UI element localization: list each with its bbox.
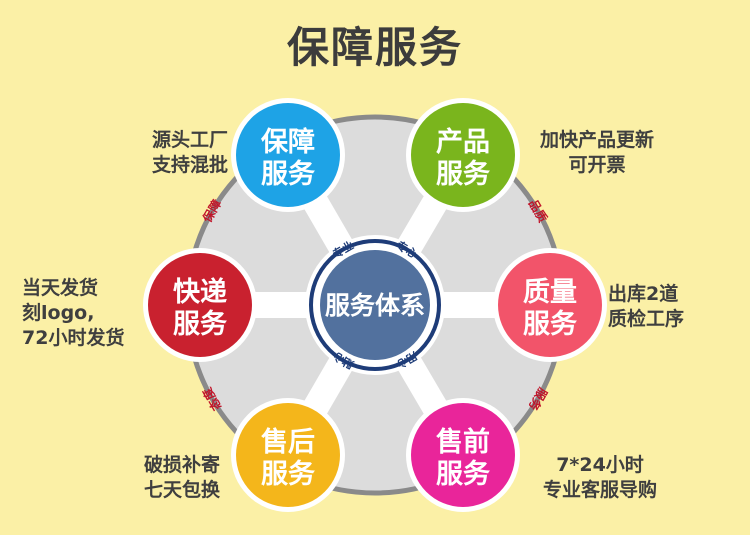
desc-line: 破损补寄 [143,454,220,476]
desc-line: 加快产品更新 [539,129,654,151]
node-label: 服务 [436,459,490,490]
node-label: 产品 [436,127,490,158]
desc-line: 七天包换 [143,479,220,501]
desc-zhiliang: 出库2道 质检工序 [608,282,728,332]
desc-kuaidi: 当天发货 刻logo, 72小时发货 [22,276,147,351]
desc-line: 专业客服导购 [542,479,657,501]
node-label: 质量 [523,277,577,308]
center-hub [320,250,430,360]
node-label: 服务 [436,159,490,190]
node-label: 服务 [523,309,577,340]
node-label: 服务 [261,159,315,190]
desc-shouqian: 7*24小时 专业客服导购 [520,453,680,503]
desc-line: 当天发货 [22,277,99,299]
node-baozhang: 保障服务 [231,98,345,212]
desc-line: 72小时发货 [22,327,125,349]
desc-chanpin: 加快产品更新 可开票 [522,128,672,178]
node-label: 售后 [261,426,315,458]
desc-line: 出库2道 [608,283,679,305]
desc-shouhou: 破损补寄 七天包换 [110,453,220,503]
desc-line: 可开票 [568,154,626,176]
center-label: 服务体系 [325,291,425,320]
node-circle [498,253,602,357]
node-label: 售前 [436,426,490,458]
desc-baozhang: 源头工厂 支持混批 [120,128,228,178]
node-label: 保障 [260,126,315,158]
desc-line: 源头工厂 [151,129,228,151]
node-circle [148,253,252,357]
desc-line: 刻logo, [22,302,95,324]
page-title: 保障服务 [286,23,463,72]
desc-line: 支持混批 [151,154,228,176]
desc-line: 7*24小时 [556,454,644,476]
node-label: 服务 [173,309,227,340]
node-circle [236,103,340,207]
node-circle [411,103,515,207]
node-circle [236,403,340,507]
node-circle [411,403,515,507]
desc-line: 质检工序 [608,308,685,330]
node-label: 快递 [173,276,227,308]
node-label: 服务 [261,459,315,490]
